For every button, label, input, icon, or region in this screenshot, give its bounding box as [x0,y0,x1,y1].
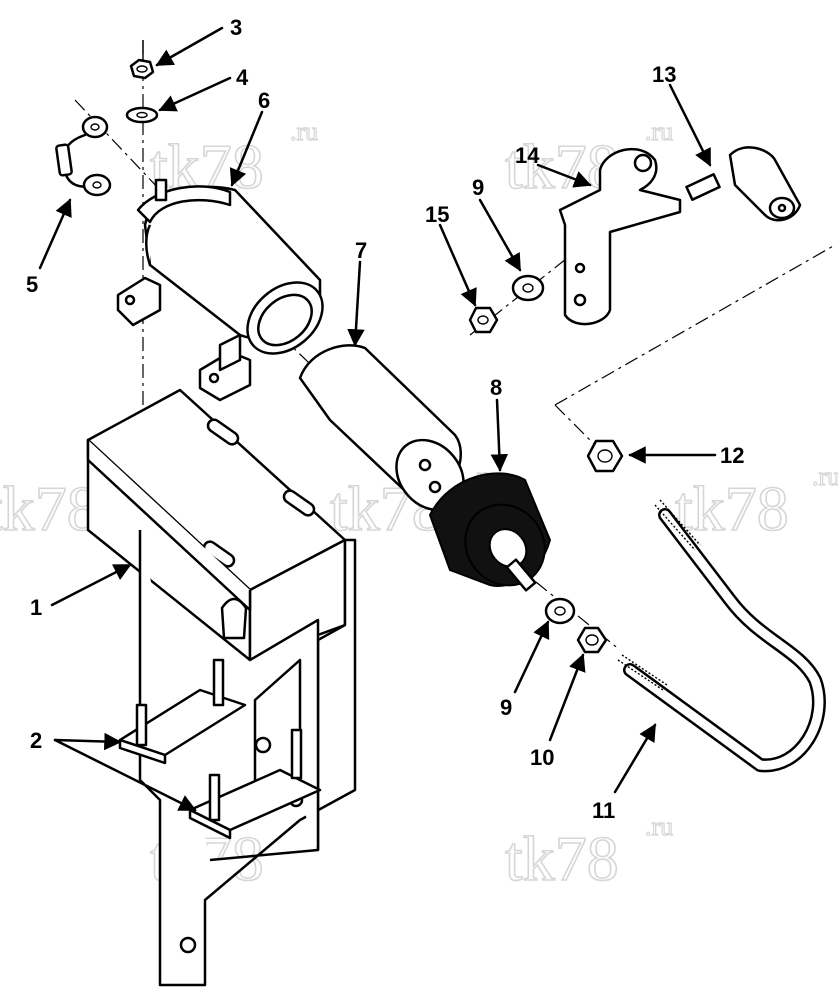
part-5-jumper-wire [55,115,112,197]
watermark-text: tk78 [675,473,789,544]
watermark-text: tk78 [505,823,619,894]
callout-9-lower: 9 [500,695,512,720]
callout-14: 14 [515,143,540,168]
part-12-nut [586,439,624,473]
watermark-suffix: .ru [290,117,318,146]
watermark-suffix: .ru [645,812,673,841]
part-4-washer [125,106,159,124]
watermark-suffix: .ru [812,462,838,491]
callout-5: 5 [26,272,38,297]
callout-1: 1 [30,595,42,620]
callout-12: 12 [720,443,744,468]
part-1-mounting-bracket [86,388,357,987]
callout-7: 7 [355,238,367,263]
callout-4: 4 [236,65,249,90]
callout-13: 13 [652,62,676,87]
callout-10: 10 [530,745,554,770]
callout-3: 3 [230,15,242,40]
part-9-washer-lower [544,597,576,625]
part-11-u-bolt [617,499,826,773]
callout-8: 8 [490,375,502,400]
callout-11: 11 [592,798,615,823]
watermark-mid-right: tk78 .ru [674,461,838,544]
callout-labels: 1 2 3 4 5 6 7 8 9 9 10 11 12 13 14 15 [26,15,744,823]
callout-6: 6 [258,88,270,113]
part-9-washer-upper [511,274,545,302]
part-15-nut [468,306,499,334]
part-10-nut [576,626,608,654]
part-2-stud-plates [118,658,322,840]
part-13-rod-end [685,146,802,222]
watermark-suffix: .ru [645,117,673,146]
part-8-rubber-bumper [428,472,552,592]
callout-15: 15 [425,202,449,227]
watermark-text: tk78 [0,473,99,544]
part-6-solenoid-housing [116,178,324,402]
callout-9-upper: 9 [472,175,484,200]
watermark-bottom-right: tk78 .ru [504,811,674,894]
part-14-lever-bracket [558,147,682,326]
leader-arrows [38,26,717,812]
callout-2: 2 [30,728,42,753]
part-3-nut [129,40,155,80]
